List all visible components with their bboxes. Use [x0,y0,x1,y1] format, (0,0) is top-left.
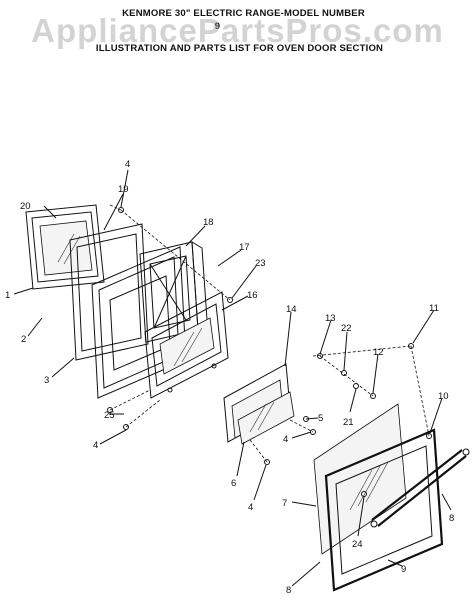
callout-25: 25 [104,410,115,421]
callout-13: 12 [373,347,384,358]
callout-22: 22 [341,323,352,334]
assembly-dashed-lines [109,204,430,463]
callout-10: 8 [449,513,454,524]
callout-leaders [13,169,452,587]
hardware-screws [107,207,432,497]
watermark: AppliancePartsPros.com [31,12,444,49]
callout-2: 2 [21,334,26,345]
part-3-door-liner [91,246,187,399]
callout-7: 7 [282,498,287,509]
callout-23: 23 [255,258,266,269]
callout-4-center: 4 [283,434,288,445]
callout-labels: 4 20 19 18 1 2 3 17 23 16 14 13 22 12 11… [5,159,454,596]
part-7-outer-glass [313,403,407,555]
diagram-subtitle: ILLUSTRATION AND PARTS LIST FOR OVEN DOO… [95,43,384,54]
callout-8: 8 [286,585,291,596]
callout-4-left: 4 [93,440,98,451]
callout-9: 9 [401,564,406,575]
part-20-outer-frame [25,204,105,290]
callout-20: 20 [20,201,31,212]
part-10-door-handle [370,448,470,528]
diagram-title-line-1: KENMORE 30" ELECTRIC RANGE-MODEL NUMBER [122,8,365,19]
diagram-title-line-2: 9 [214,21,221,32]
callout-11: 10 [438,391,449,402]
callout-1: 1 [5,290,10,301]
callout-3: 3 [44,375,49,386]
callout-6: 6 [231,478,236,489]
callout-5: 5 [318,413,323,424]
part-17-window-frame [144,291,229,399]
part-19-gasket [69,223,149,361]
callout-15: 14 [286,304,297,315]
callout-19: 19 [118,184,129,195]
part-15-glass-pack [223,363,295,445]
callout-17: 17 [239,242,250,253]
part-9-outer-door-panel [324,428,444,592]
callout-24: 24 [352,539,363,550]
callout-16: 16 [247,290,258,301]
callout-4-top: 4 [125,159,130,170]
callout-18: 18 [203,217,214,228]
callout-4-bottom: 4 [248,502,253,513]
callout-12: 11 [429,303,439,314]
callout-14: 13 [325,313,336,324]
callout-21: 21 [343,417,354,428]
